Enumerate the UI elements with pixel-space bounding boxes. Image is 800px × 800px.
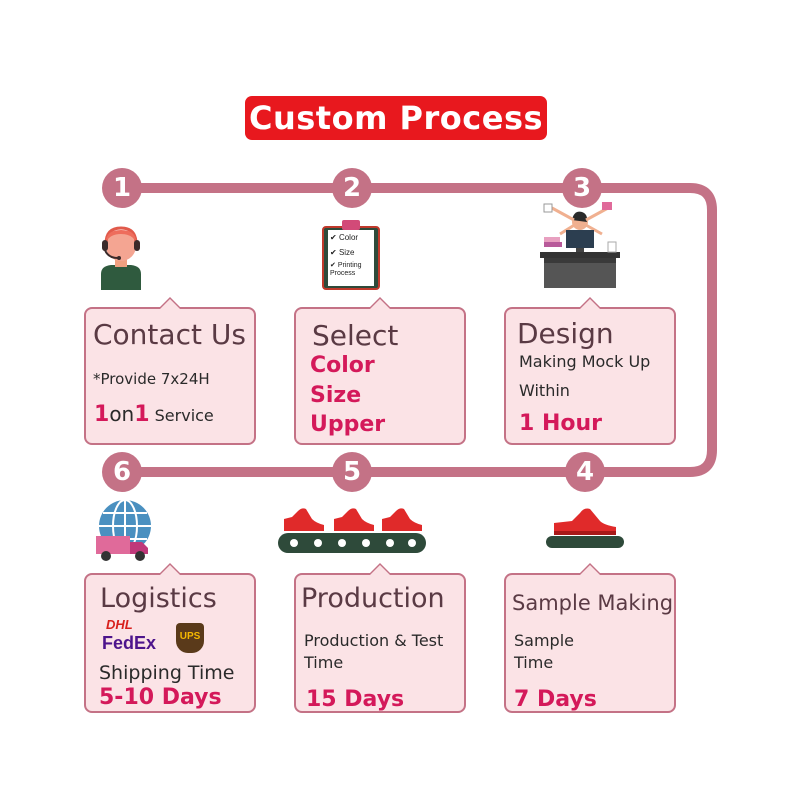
step-number-4: 4 — [565, 452, 605, 492]
step-number-2: 2 — [332, 168, 372, 208]
clipboard-item-color: ✔ Color — [330, 233, 359, 242]
step-number-3: 3 — [562, 168, 602, 208]
step-4-line1: Sample — [514, 631, 574, 650]
step-6-line1: Shipping Time — [99, 662, 235, 684]
step-number-1: 1 — [102, 168, 142, 208]
step-3-line1: Making Mock Up — [519, 352, 651, 371]
step-number-6: 6 — [102, 452, 142, 492]
title-banner: Custom Process — [245, 96, 547, 140]
single-shoe-sole-icon — [546, 508, 624, 548]
step-4-line2: Time — [514, 653, 554, 672]
step-5-emphasis: 15 Days — [306, 687, 405, 712]
step-6-heading: Logistics — [100, 583, 217, 614]
page-title: Custom Process — [248, 99, 544, 137]
step-5-card: Production Production & Test Time 15 Day… — [294, 563, 466, 713]
step-5-line1: Production & Test — [304, 631, 444, 650]
step-1-card: Contact Us *Provide 7x24H 1on1 Service — [84, 297, 256, 445]
step-5-heading: Production — [301, 583, 445, 614]
fedex-logo: FedEx — [102, 633, 157, 653]
step-3-heading: Design — [517, 317, 614, 350]
step-2-option-upper: Upper — [310, 412, 386, 437]
step-1-line1: *Provide 7x24H — [93, 370, 210, 388]
step-number-5: 5 — [332, 452, 372, 492]
step-5-line2: Time — [304, 653, 344, 672]
clipboard-item-printing: ✔ Printing Process — [330, 262, 362, 277]
ups-logo: UPS — [176, 623, 204, 653]
step-1-heading: Contact Us — [93, 318, 246, 351]
step-3-card: Design Making Mock Up Within 1 Hour — [504, 297, 676, 445]
globe-truck-icon — [96, 499, 151, 561]
step-6-card: Logistics DHL FedEx UPS Shipping Time 5-… — [84, 563, 256, 713]
step-3-emphasis: 1 Hour — [519, 411, 603, 436]
step-4-card: Sample Making Sample Time 7 Days — [504, 563, 676, 713]
step-2-option-size: Size — [310, 383, 362, 408]
step-2-card: Select Color Size Upper — [294, 297, 466, 445]
designer-desk-icon — [540, 202, 620, 288]
step-1-service: 1on1 Service — [94, 402, 214, 427]
clipboard-item-size: ✔ Size — [330, 248, 355, 257]
clipboard-checklist-icon: ✔ Color ✔ Size ✔ Printing Process — [322, 220, 382, 292]
step-6-emphasis: 5-10 Days — [99, 685, 222, 710]
customer-service-icon — [101, 226, 141, 290]
step-4-heading: Sample Making — [512, 591, 674, 615]
step-4-emphasis: 7 Days — [514, 687, 597, 712]
step-3-line2: Within — [519, 381, 570, 400]
conveyor-belt-icon — [278, 508, 426, 553]
step-2-heading: Select — [312, 319, 399, 352]
step-2-option-color: Color — [310, 353, 375, 378]
dhl-logo: DHL — [106, 617, 133, 632]
